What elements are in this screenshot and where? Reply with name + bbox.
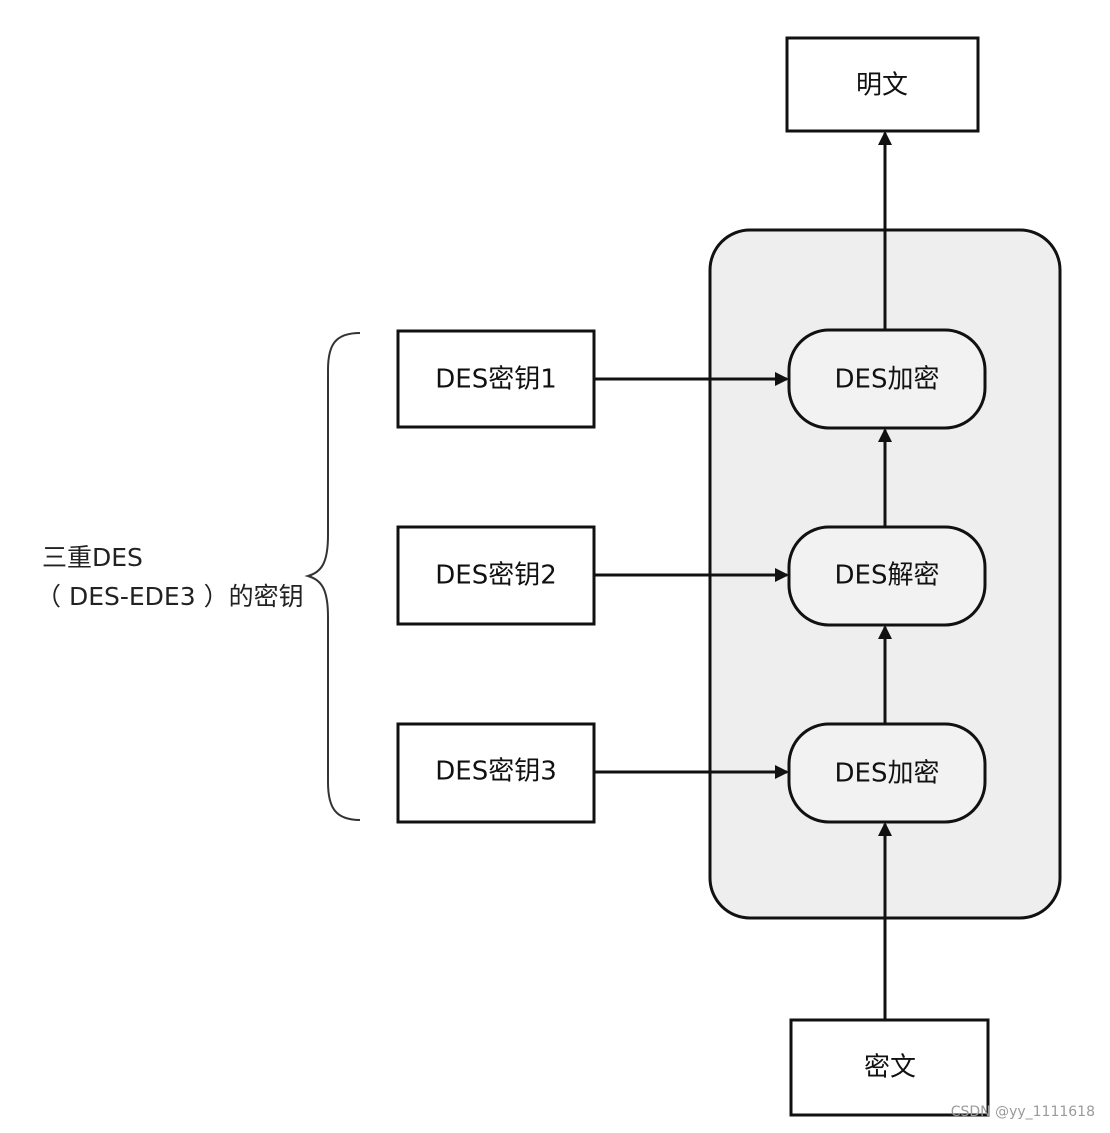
operation-node-1: DES加密 bbox=[787, 328, 987, 430]
des-encrypt-bottom-label: DES加密 bbox=[835, 759, 940, 789]
key-node-2: DES密钥2 bbox=[396, 525, 596, 626]
des-key-3-box bbox=[396, 722, 596, 824]
des-key-2-label: DES密钥2 bbox=[435, 561, 557, 591]
plaintext-box bbox=[785, 36, 980, 133]
operation-node-2: DES解密 bbox=[787, 525, 987, 627]
des-key-3-label: DES密钥3 bbox=[435, 757, 557, 787]
des-key-2-box bbox=[396, 525, 596, 626]
ciphertext-node: 密文 bbox=[789, 1018, 990, 1117]
plaintext-label: 明文 bbox=[856, 71, 908, 101]
ciphertext-box bbox=[789, 1018, 990, 1117]
key-node-1: DES密钥1 bbox=[396, 329, 596, 429]
des-encrypt-top-label: DES加密 bbox=[835, 365, 940, 395]
des-key-1-label: DES密钥1 bbox=[435, 365, 557, 395]
des-decrypt-label: DES解密 bbox=[835, 561, 940, 591]
plaintext-node: 明文 bbox=[785, 36, 980, 133]
brace-label-line-1: 三重DES bbox=[42, 543, 143, 572]
key-node-3: DES密钥3 bbox=[396, 722, 596, 824]
ciphertext-label: 密文 bbox=[864, 1053, 916, 1083]
watermark-text: CSDN @yy_1111618 bbox=[951, 1104, 1095, 1120]
brace-label-line-2: （ DES-EDE3 ）的密钥 bbox=[36, 582, 304, 611]
des-key-1-box bbox=[396, 329, 596, 429]
key-group-brace bbox=[304, 332, 361, 821]
operation-node-3: DES加密 bbox=[787, 722, 987, 824]
